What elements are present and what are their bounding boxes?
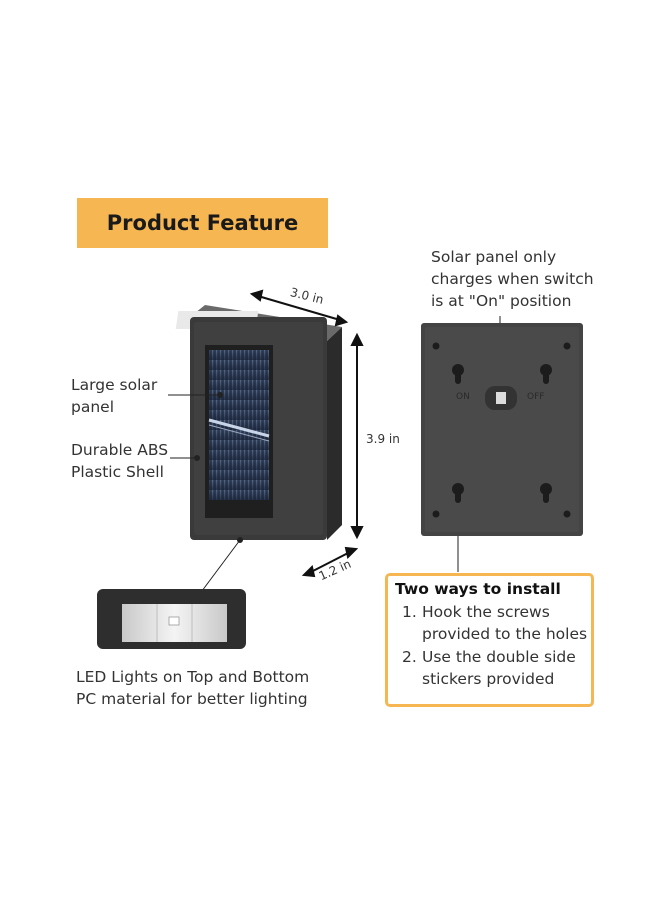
- led-top-view: [97, 589, 246, 649]
- switch-note: Solar panel only charges when switch is …: [431, 246, 631, 312]
- install-step-1-line2: provided to the holes: [422, 625, 588, 643]
- solar-light-front: [175, 305, 342, 540]
- led-callout: LED Lights on Top and Bottom PC material…: [76, 666, 309, 710]
- shell-callout-line1: Durable ABS: [71, 441, 169, 459]
- shell-callout: Durable ABS Plastic Shell: [71, 439, 168, 483]
- install-title: Two ways to install: [395, 580, 561, 598]
- switch-on-label: ON: [456, 392, 470, 402]
- shell-callout-line2: Plastic Shell: [71, 463, 164, 481]
- install-step-2-line1: Use the double side: [422, 648, 576, 666]
- led-callout-line2: PC material for better lighting: [76, 690, 308, 708]
- solar-panel-callout: Large solar panel: [71, 374, 157, 418]
- install-step-2-line2: stickers provided: [422, 670, 555, 688]
- switch-note-line2: charges when switch: [431, 270, 594, 288]
- install-step-1-number: 1.: [402, 603, 417, 621]
- led-chip: [168, 616, 180, 626]
- install-step-1: 1. Hook the screws provided to the holes: [402, 601, 592, 645]
- dimension-height-arrow: [350, 332, 364, 540]
- keyhole-holes: [452, 364, 552, 503]
- install-step-2: 2. Use the double side stickers provided: [402, 646, 592, 690]
- switch-note-line3: is at "On" position: [431, 292, 572, 310]
- led-callout-line1: LED Lights on Top and Bottom: [76, 668, 310, 686]
- product-feature-banner: Product Feature: [77, 198, 328, 248]
- solar-panel-callout-line1: Large solar: [71, 376, 158, 394]
- install-step-2-number: 2.: [402, 648, 417, 666]
- install-box: [385, 573, 594, 707]
- switch-off-label: OFF: [527, 392, 545, 402]
- dimension-width-arrow: [249, 289, 349, 327]
- solar-light-back: [421, 323, 583, 536]
- dimension-depth-arrow: [301, 546, 359, 578]
- banner-title: Product Feature: [106, 211, 299, 235]
- solar-panel: [209, 350, 269, 500]
- switch-note-line1: Solar panel only: [431, 248, 557, 266]
- solar-panel-callout-line2: panel: [71, 398, 115, 416]
- height-label: 3.9 in: [366, 432, 400, 446]
- install-step-1-line1: Hook the screws: [422, 603, 550, 621]
